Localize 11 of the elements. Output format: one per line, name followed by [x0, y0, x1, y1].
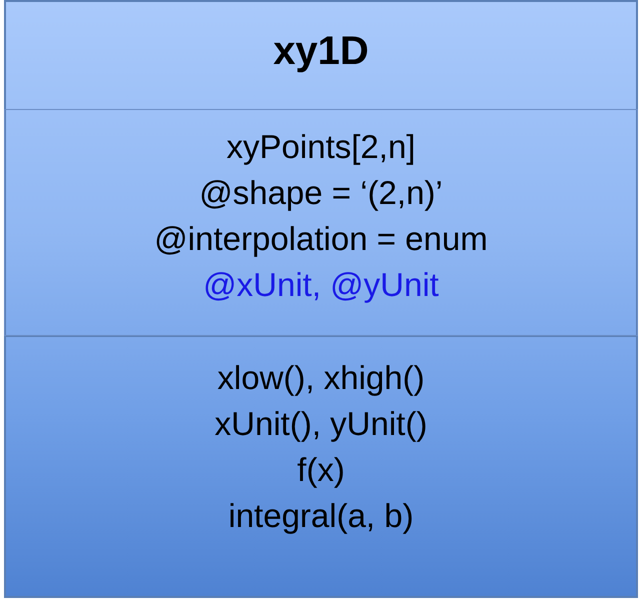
- method-text: xlow(), xhigh(): [216, 358, 426, 398]
- attribute-text: @xUnit, @yUnit: [202, 265, 440, 305]
- method-text: integral(a, b): [227, 496, 415, 536]
- method-text: xUnit(), yUnit(): [214, 404, 428, 444]
- attribute-text: @interpolation = enum: [153, 219, 489, 259]
- method-text: f(x): [296, 450, 346, 490]
- attribute-text: @shape = ‘(2,n)’: [198, 173, 444, 213]
- attribute-text: xyPoints[2,n]: [226, 127, 416, 167]
- class-name: xy1D: [272, 28, 370, 75]
- attributes-compartment: [4, 109, 638, 336]
- class-box: [4, 0, 638, 598]
